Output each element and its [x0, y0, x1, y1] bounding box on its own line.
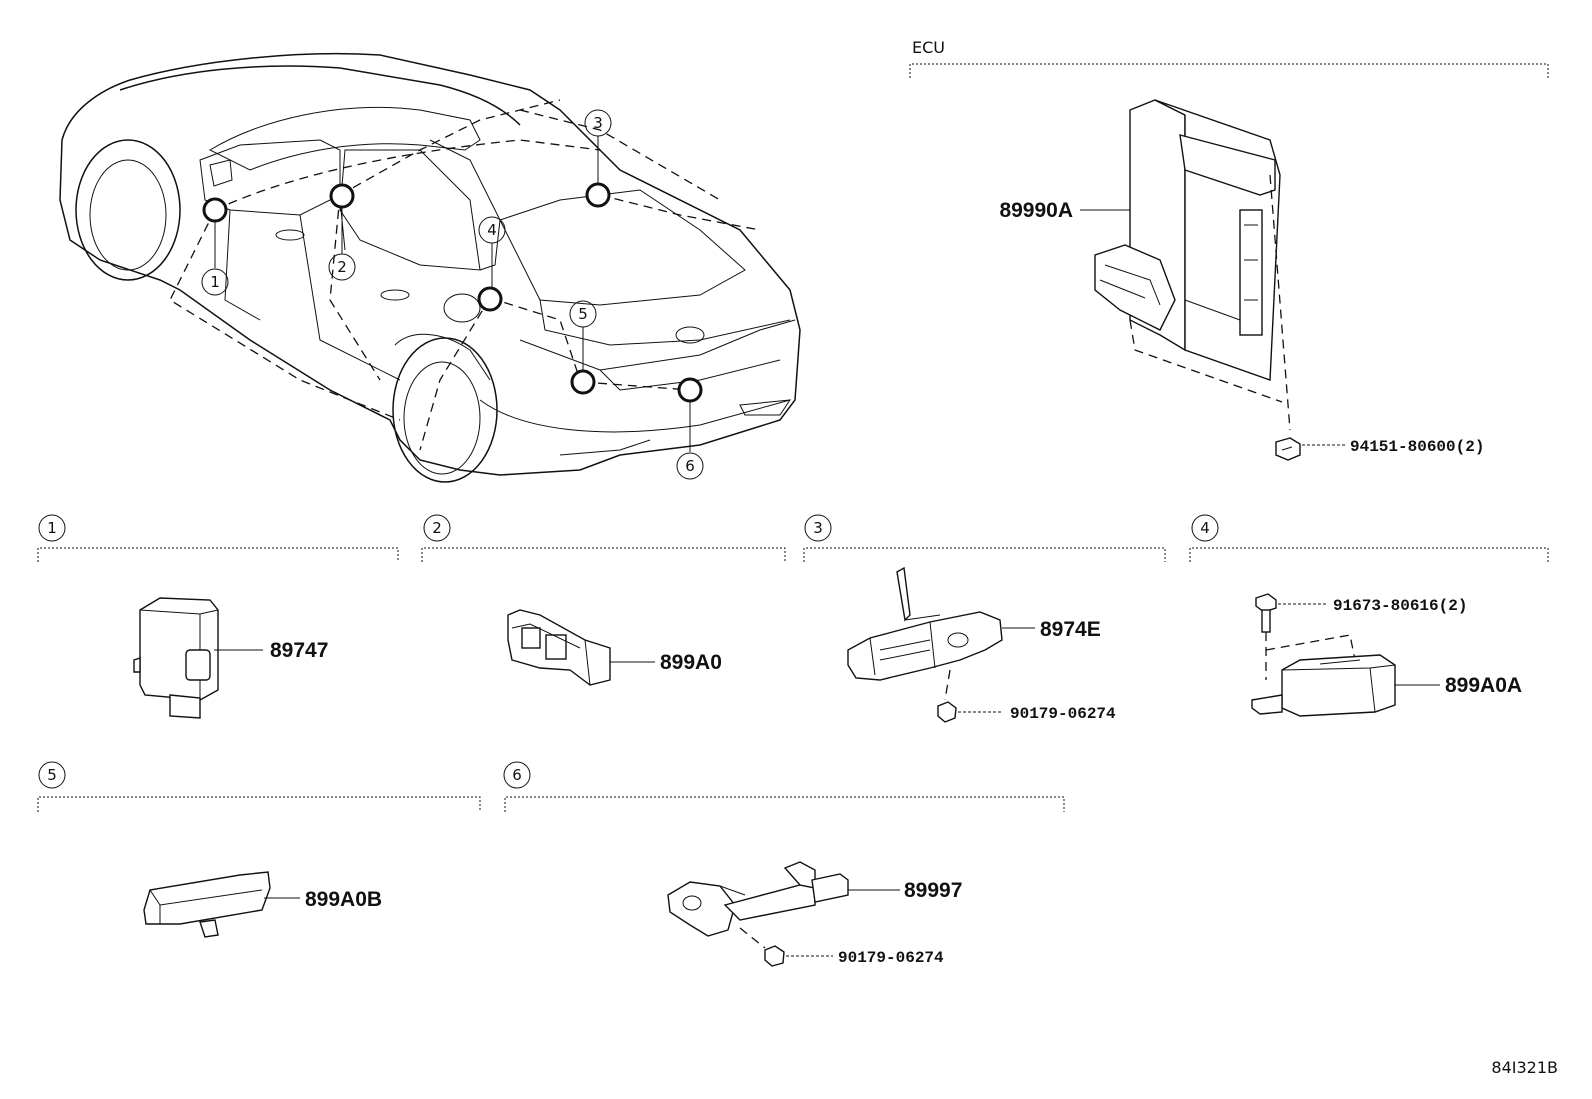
ecu-part-number[interactable]: 89990A — [999, 199, 1073, 222]
part-899A0-drawing[interactable] — [507, 609, 611, 686]
section-1: 1 89747 — [37, 514, 399, 719]
part-8974E-label[interactable]: 8974E — [1040, 618, 1101, 641]
clip-90179-06274-b-drawing[interactable] — [764, 945, 785, 967]
car-callout-4: 4 — [487, 221, 497, 239]
part-899A0B-label[interactable]: 899A0B — [305, 888, 382, 911]
car-callout-5: 5 — [578, 305, 588, 323]
car-callout-circle[interactable] — [676, 452, 704, 480]
section-6: 6 89997 90179-06274 — [503, 761, 1065, 967]
part-89747-drawing[interactable] — [133, 597, 219, 719]
ecu-group-bracket — [909, 63, 1549, 78]
drawing-code: 84I321B — [1491, 1058, 1558, 1077]
car-callout-circle[interactable] — [201, 268, 229, 296]
bolt-91673-80616-label[interactable]: 91673-80616(2) — [1333, 597, 1467, 615]
sensor-spot-5[interactable] — [570, 369, 596, 395]
part-899A0B-drawing[interactable] — [143, 871, 271, 938]
sensor-spot-6[interactable] — [677, 377, 703, 403]
part-899A0A-drawing[interactable] — [1251, 654, 1396, 717]
section-3-number: 3 — [813, 519, 823, 537]
car-callout-6: 6 — [685, 457, 695, 475]
section-6-number: 6 — [512, 766, 522, 784]
sensor-spot-3[interactable] — [585, 182, 611, 208]
car-callout-circle[interactable] — [584, 109, 612, 137]
section-1-number: 1 — [47, 519, 57, 537]
ecu-bolt-drawing[interactable] — [1275, 437, 1301, 461]
section-4: 4 91673-80616(2) 899A0A — [1189, 514, 1549, 717]
ecu-unit-drawing[interactable] — [1094, 99, 1281, 381]
car-callout-1: 1 — [210, 273, 220, 291]
part-899A0-label[interactable]: 899A0 — [660, 651, 722, 674]
section-3: 3 8974E 90179-06274 — [803, 514, 1166, 723]
ecu-group: ECU 89990A 94151-80600(2) — [909, 38, 1549, 461]
clip-90179-06274-a-drawing[interactable] — [937, 701, 957, 723]
section-2-number: 2 — [432, 519, 442, 537]
section-4-number: 4 — [1200, 519, 1210, 537]
car-callout-2: 2 — [337, 258, 347, 276]
sensor-spot-1[interactable] — [202, 197, 228, 223]
part-89747-label[interactable]: 89747 — [270, 639, 328, 662]
car-dashed-harness — [169, 99, 761, 451]
clip-90179-06274-a-label[interactable]: 90179-06274 — [1010, 705, 1116, 723]
section-5-number: 5 — [47, 766, 57, 784]
ecu-bolt-number[interactable]: 94151-80600(2) — [1350, 438, 1484, 456]
car-callouts: 1 2 3 4 5 6 — [201, 109, 704, 480]
car-illustration — [59, 52, 801, 483]
ecu-group-label: ECU — [912, 38, 945, 57]
part-8974E-drawing[interactable] — [847, 566, 1003, 681]
bolt-91673-80616-drawing[interactable] — [1255, 593, 1277, 633]
section-5: 5 899A0B — [37, 761, 481, 938]
car-callout-3: 3 — [593, 114, 603, 132]
part-899A0A-label[interactable]: 899A0A — [1445, 674, 1522, 697]
clip-90179-06274-b-label[interactable]: 90179-06274 — [838, 949, 944, 967]
car-callout-circle[interactable] — [478, 216, 506, 244]
part-89997-label[interactable]: 89997 — [904, 879, 962, 902]
sensor-locations — [202, 182, 703, 403]
car-callout-circle[interactable] — [328, 253, 356, 281]
sensor-spot-2[interactable] — [329, 183, 355, 209]
sensor-spot-4[interactable] — [477, 286, 503, 312]
section-2: 2 899A0 — [421, 514, 786, 686]
car-callout-circle[interactable] — [569, 300, 597, 328]
part-89997-drawing[interactable] — [667, 861, 849, 937]
